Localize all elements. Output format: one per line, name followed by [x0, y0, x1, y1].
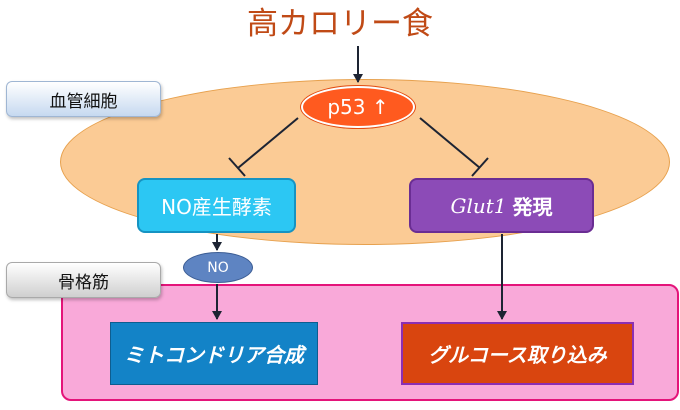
no-node: NO [183, 252, 253, 283]
edge-p53-glut [419, 117, 481, 169]
inhibit-bar-glut [471, 157, 489, 177]
glut1-expression-label: 発現 [512, 195, 553, 219]
vascular-cell-label: 血管細胞 [6, 81, 161, 117]
glut1-name: Glut1 [450, 193, 507, 218]
p53-node: p53 ↑ [301, 86, 415, 128]
edge-p53-no-enzyme [237, 117, 299, 169]
diet-title: 高カロリー食 [247, 6, 433, 42]
inhibit-bar-no-enzyme [228, 157, 246, 177]
glut1-expression-node: Glut1 発現 [409, 178, 594, 233]
no-synthase-node: NO産生酵素 [137, 178, 296, 233]
glucose-uptake-node: グルコース取り込み [401, 322, 634, 385]
skeletal-muscle-label: 骨格筋 [6, 262, 161, 298]
mitochondria-synthesis-node: ミトコンドリア合成 [110, 322, 318, 385]
